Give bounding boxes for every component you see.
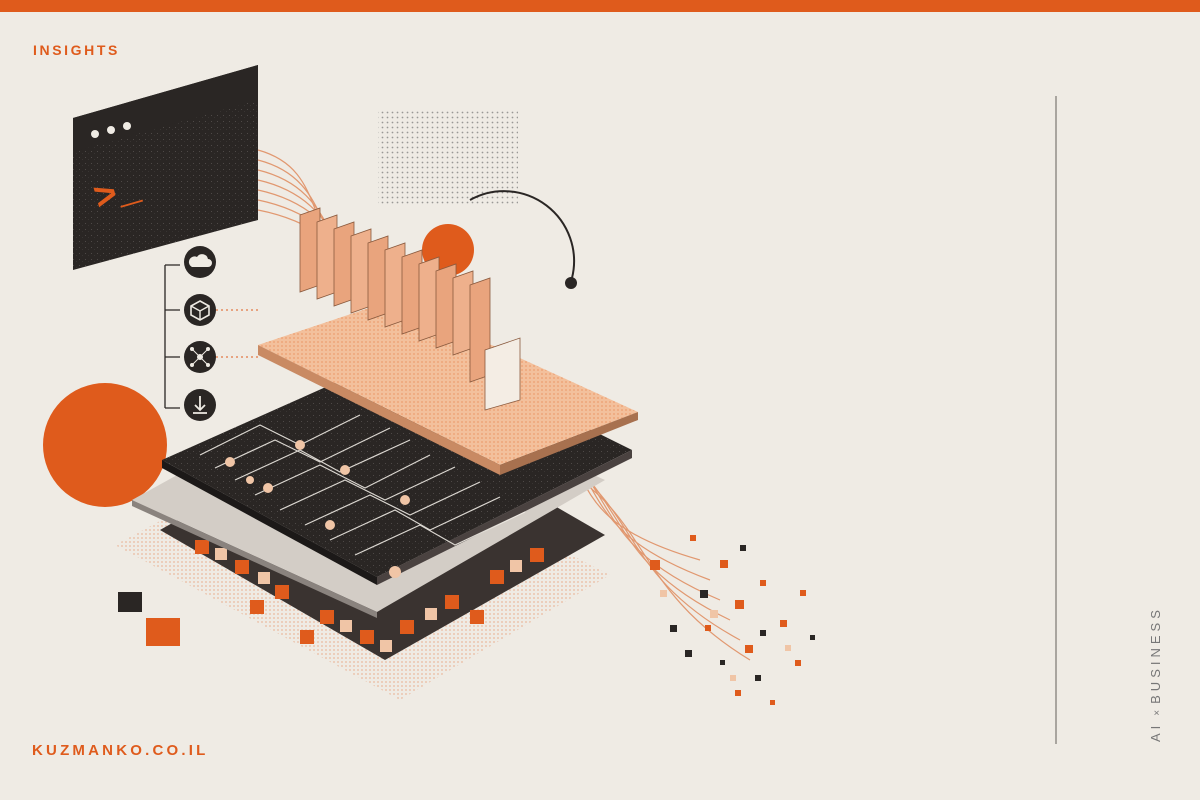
icon-column xyxy=(164,246,258,421)
circuit-node xyxy=(400,495,410,505)
site-link[interactable]: KUZMANKO.CO.IL xyxy=(32,742,209,759)
top-accent-bar xyxy=(0,0,1200,12)
circuit-node xyxy=(340,465,350,475)
peach-plate xyxy=(258,300,638,475)
data-pixels xyxy=(118,535,815,705)
terminal-window: >_ xyxy=(73,65,258,270)
circuit-node xyxy=(295,440,305,450)
circuit-node xyxy=(325,520,335,530)
orange-circle-large xyxy=(43,383,167,507)
vertical-divider xyxy=(1055,96,1057,744)
circuit-node xyxy=(246,476,254,484)
window-dot-3 xyxy=(123,122,131,130)
halftone-patch-top xyxy=(378,110,518,205)
cube-icon xyxy=(184,294,216,326)
card-stack xyxy=(299,207,521,411)
circuit-node xyxy=(263,483,273,493)
section-label: INSIGHTS xyxy=(33,42,120,58)
download-icon xyxy=(184,389,216,421)
window-dot-2 xyxy=(107,126,115,134)
window-dot-1 xyxy=(91,130,99,138)
arc-line xyxy=(469,190,575,279)
arc-dot xyxy=(565,277,577,289)
cloud-icon xyxy=(184,246,216,278)
network-icon xyxy=(184,341,216,373)
circuit-node xyxy=(389,566,401,578)
circuit-node xyxy=(225,457,235,467)
